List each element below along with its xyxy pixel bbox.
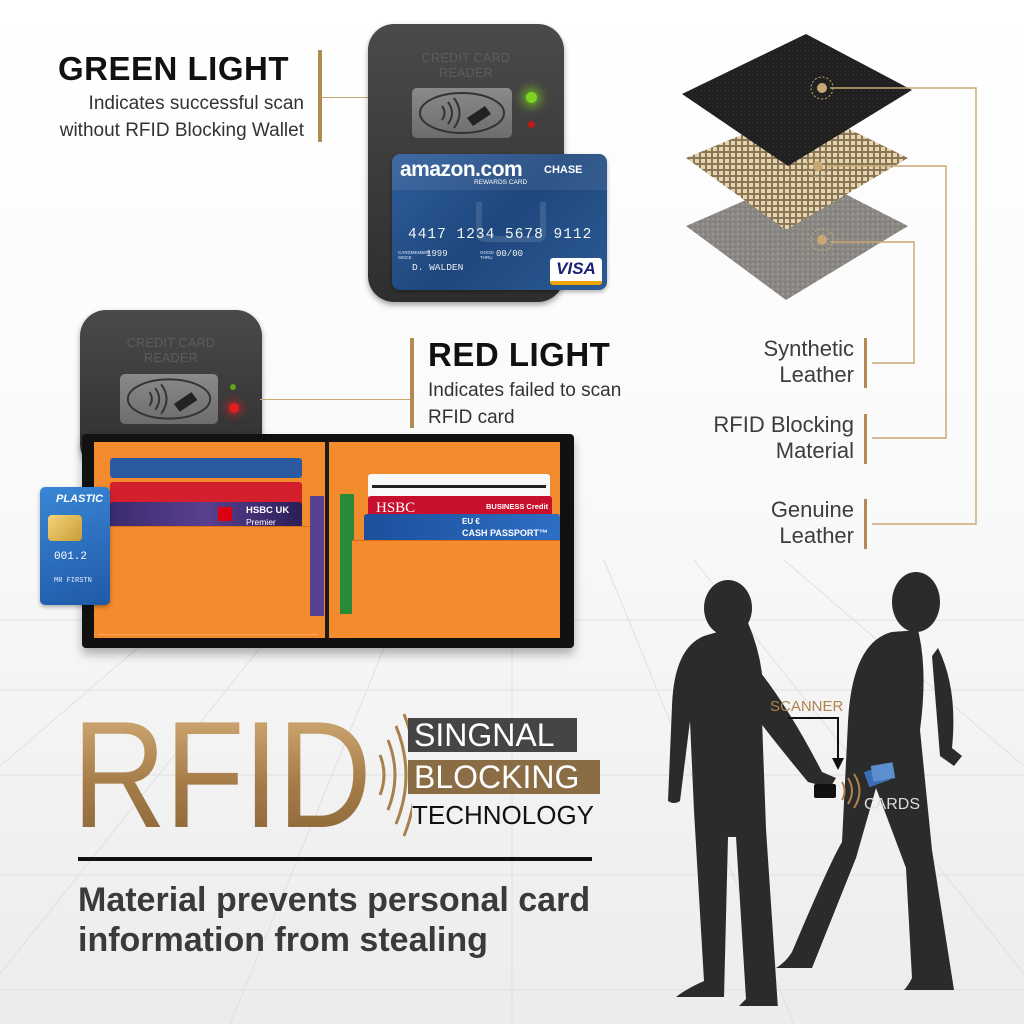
layer-bracket-3 [864, 499, 867, 549]
green-light-bracket [318, 50, 322, 142]
cards-label: CARDS [864, 796, 921, 813]
zipper-pocket [368, 474, 550, 498]
contactless-icon [419, 92, 505, 134]
signal-waves-icon [378, 713, 412, 837]
green-light-line2: without RFID Blocking Wallet [59, 120, 304, 141]
left-pocket [98, 526, 318, 635]
hsbc-label: HSBC [376, 500, 416, 516]
technology-tag: TECHNOLOGY [412, 800, 595, 830]
layer-label-synthetic: Synthetic Leather [700, 336, 855, 388]
premier-label: Premier [246, 517, 276, 527]
thief-silhouette [668, 580, 836, 1006]
layer2-marker [813, 161, 823, 171]
side-card-edge [310, 496, 324, 616]
layer-label-genuine-line1: Genuine [770, 497, 854, 522]
layer-label-genuine: Genuine Leather [700, 497, 854, 549]
arrow-down-icon [832, 758, 844, 770]
hsbc-logo-icon [218, 507, 232, 521]
card-header-band [392, 154, 607, 190]
contactless-pad-bottom [120, 374, 218, 424]
eu-label: EU € [462, 517, 480, 526]
layer-label-synthetic-line2: Leather [779, 362, 854, 387]
layer-label-genuine-line2: Leather [779, 523, 854, 548]
tagline-line2: information from stealing [78, 921, 488, 959]
plastic-label: PLASTIC [56, 493, 104, 505]
scanner-device-icon [814, 784, 836, 798]
red-led-off [528, 121, 535, 128]
green-led [526, 92, 537, 103]
rfid-blocking-layer [686, 108, 908, 230]
visa-logo: VISA [550, 258, 602, 285]
reader-label-line1: CREDIT CARD [421, 51, 511, 65]
red-light-bracket [410, 338, 414, 428]
green-light-title: GREEN LIGHT [58, 50, 290, 87]
layer1-marker [817, 83, 827, 93]
plastic-card: PLASTIC 001.2 MR FIRSTN [40, 487, 110, 605]
plastic-name: MR FIRSTN [54, 577, 92, 585]
layer-label-rfid-line2: Material [775, 438, 854, 463]
zipper-icon [372, 485, 546, 488]
chase-logo: CHASE [544, 164, 583, 176]
tagline: Material prevents personal card informat… [78, 880, 590, 960]
contactless-icon [126, 378, 212, 420]
material-layers [682, 34, 912, 300]
rewards-card-label: REWARDS CARD [474, 179, 528, 186]
reader-label-bottom-line1: CREDIT CARD [126, 336, 216, 350]
scan-waves-icon [841, 773, 861, 809]
genuine-leather-layer [686, 174, 908, 300]
green-light-line1: Indicates successful scan [88, 93, 304, 114]
thru-label: GOOD THRU [480, 250, 494, 260]
green-led-off [230, 384, 236, 390]
victim-silhouette [776, 572, 962, 990]
thru-value: 00/00 [496, 249, 524, 259]
plastic-number: 001.2 [54, 551, 88, 563]
layer-label-synthetic-line1: Synthetic [763, 336, 855, 361]
layer3-marker [817, 235, 827, 245]
reader-label-bottom: CREDIT CARD READER [80, 336, 262, 366]
synthetic-leather-layer [682, 34, 912, 166]
cash-passport-card: EU € CASH PASSPORT™ [364, 514, 560, 544]
red-light-description: Indicates failed to scan RFID card [428, 377, 621, 431]
cash-passport-label: CASH PASSPORT™ [462, 528, 548, 538]
since-label: CARDMEMBER SINCE [398, 250, 431, 260]
reader-label: CREDIT CARD READER [368, 51, 564, 81]
arrow-line [788, 717, 839, 762]
cart-watermark-icon [476, 202, 546, 242]
amazon-logo: amazon.com [400, 158, 523, 181]
layer-bracket-2 [864, 414, 867, 464]
right-pocket [352, 540, 560, 637]
wallet-card-blue [110, 458, 302, 478]
chip-icon [48, 515, 82, 541]
skimming-scene [668, 572, 962, 1006]
rfid-wallet: HSBC UK Premier HSBC BUSINESS Credit EU … [82, 434, 574, 648]
layer-bracket-1 [864, 338, 867, 388]
red-light-pointer [260, 399, 410, 400]
amazon-credit-card: amazon.com REWARDS CARD CHASE 4417 1234 … [392, 154, 607, 290]
layer-label-rfid-line1: RFID Blocking [713, 412, 854, 437]
blocking-tag: BLOCKING [408, 760, 600, 794]
reader-label-line2: READER [439, 66, 493, 80]
red-light-title: RED LIGHT [428, 336, 611, 373]
wallet-fold [325, 442, 329, 638]
layer-connectors [828, 87, 977, 525]
signal-tag: SINGNAL [408, 718, 577, 752]
hsbc-uk-label: HSBC UK [246, 505, 290, 516]
red-light-line2: RFID card [428, 407, 515, 428]
contactless-pad [412, 88, 512, 138]
red-light-line1: Indicates failed to scan [428, 380, 622, 401]
green-light-description: Indicates successful scan without RFID B… [20, 90, 304, 144]
card-number: 4417 1234 5678 9112 [408, 227, 593, 243]
reader-label-bottom-line2: READER [144, 351, 198, 365]
layer-label-rfid: RFID Blocking Material [670, 412, 854, 464]
tagline-line1: Material prevents personal card [78, 881, 591, 919]
rfid-heading: RFID [72, 690, 372, 860]
scanner-label: SCANNER [770, 698, 844, 715]
cardholder-name: D. WALDEN [412, 262, 464, 273]
divider-line [78, 857, 592, 861]
side-card-green [340, 494, 354, 614]
red-led [229, 403, 239, 413]
since-value: 1999 [426, 249, 448, 259]
business-credit-label: BUSINESS Credit [486, 502, 549, 511]
